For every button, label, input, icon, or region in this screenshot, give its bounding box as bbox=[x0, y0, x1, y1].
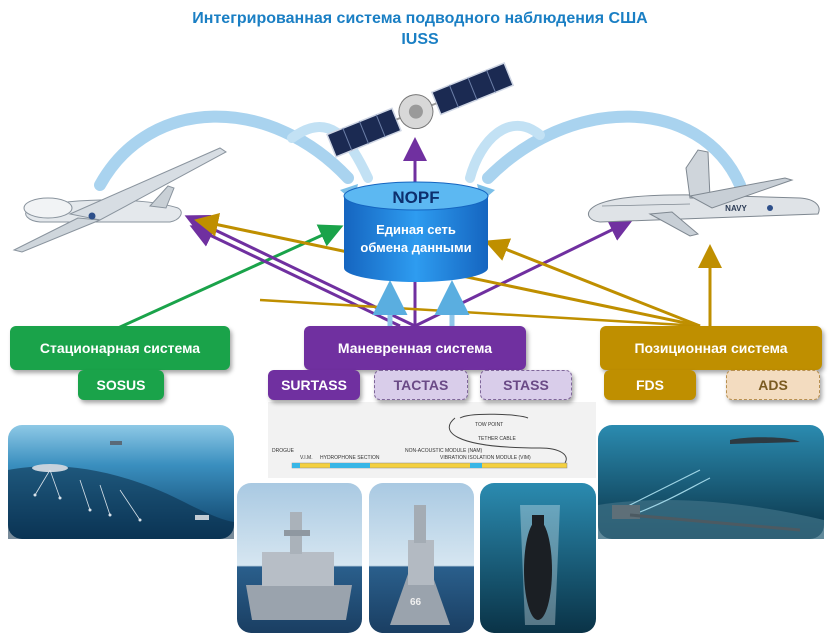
svg-text:66: 66 bbox=[410, 597, 422, 608]
hydrophone-section-label: HYDROPHONE SECTION bbox=[320, 455, 380, 461]
patrol-aircraft-icon bbox=[587, 149, 820, 237]
fds-box: FDS bbox=[604, 370, 696, 400]
underwater-array-scene bbox=[598, 425, 824, 539]
ship-photo bbox=[237, 483, 362, 633]
diagram-title: Интегрированная система подводного наблю… bbox=[192, 10, 648, 27]
vim-module-label: VIBRATION ISOLATION MODULE (VIM) bbox=[440, 455, 531, 461]
links-stationary bbox=[117, 224, 344, 330]
diagram-subtitle: IUSS bbox=[401, 31, 439, 48]
stass-box: STASS bbox=[480, 370, 572, 400]
seabed-sensor-scene bbox=[8, 425, 234, 539]
drogue-label: DROGUE bbox=[272, 448, 295, 454]
stationary-system-box: Стационарная система bbox=[10, 326, 230, 370]
positional-system-box: Позиционная система bbox=[600, 326, 822, 370]
links-data-feed bbox=[372, 280, 470, 326]
vim-short-label: V.I.M. bbox=[300, 455, 313, 461]
maneuverable-system-box: Маневренная система bbox=[304, 326, 526, 370]
submarine-photo bbox=[480, 483, 596, 633]
nam-label: NON-ACOUSTIC MODULE (NAM) bbox=[405, 448, 483, 454]
tether-cable-label: TETHER CABLE bbox=[478, 436, 516, 442]
hub-caption-line1: Единая сеть bbox=[376, 222, 456, 237]
ads-box: ADS bbox=[726, 370, 820, 400]
surtass-box: SURTASS bbox=[268, 370, 360, 400]
sosus-box: SOSUS bbox=[78, 370, 164, 400]
satellite-icon bbox=[326, 62, 515, 158]
tactas-box: TACTAS bbox=[374, 370, 468, 400]
navy-marking: NAVY bbox=[725, 204, 747, 213]
hub-name: NOPF bbox=[392, 188, 440, 207]
nopf-hub bbox=[343, 181, 489, 282]
destroyer-photo: 66 bbox=[369, 483, 474, 633]
hub-caption-line2: обмена данными bbox=[360, 240, 472, 255]
drone-icon bbox=[12, 147, 227, 253]
tow-point-label: TOW POINT bbox=[475, 422, 503, 428]
towed-array-schematic: TOW POINT TETHER CABLE NON-ACOUSTIC MODU… bbox=[268, 402, 596, 478]
